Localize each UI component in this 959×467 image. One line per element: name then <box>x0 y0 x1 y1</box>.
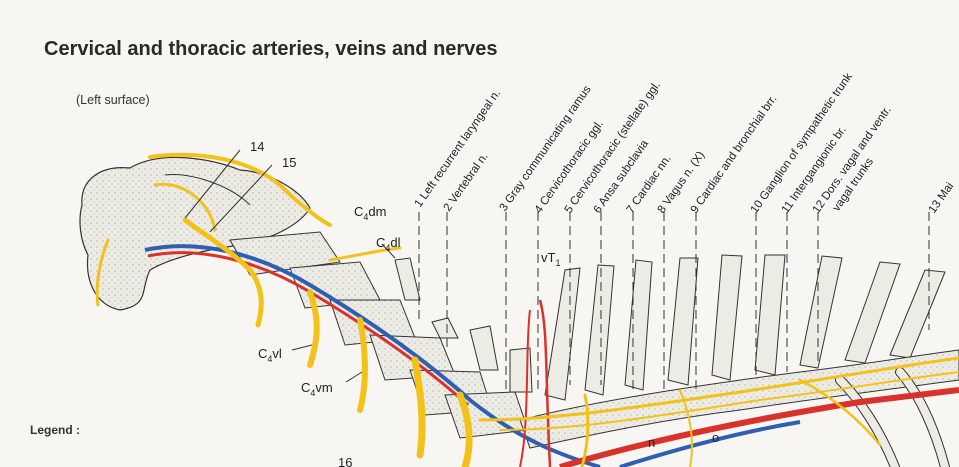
label-c4dm: C4dm <box>354 204 386 222</box>
label-c4vm: C4vm <box>301 380 333 398</box>
label-15: 15 <box>282 155 296 170</box>
legend-heading: Legend : <box>30 423 80 437</box>
label-c4dl: C4dl <box>376 235 401 253</box>
skull <box>79 156 311 311</box>
page-subtitle: (Left surface) <box>76 93 150 107</box>
label-c4vl: C4vl <box>258 346 282 364</box>
callout-labels: 1 Left recurrent laryngeal n. 2 Vertebra… <box>413 71 957 216</box>
label-vt1: vT1 <box>541 250 560 268</box>
callout-13: 13 Mai <box>927 181 957 216</box>
label-16: 16 <box>338 455 352 467</box>
nerves <box>95 152 959 467</box>
label-o: o <box>712 430 719 445</box>
region-labels: 14 15 C4dm C4dl C4vl C4vm vT1 n o 16 <box>250 139 719 467</box>
callout-leaders <box>184 149 930 390</box>
cervical-vertebrae <box>229 231 533 439</box>
thoracic-spines <box>519 254 959 467</box>
label-n: n <box>648 435 655 450</box>
page-title: Cervical and thoracic arteries, veins an… <box>44 38 498 60</box>
label-14: 14 <box>250 139 264 154</box>
